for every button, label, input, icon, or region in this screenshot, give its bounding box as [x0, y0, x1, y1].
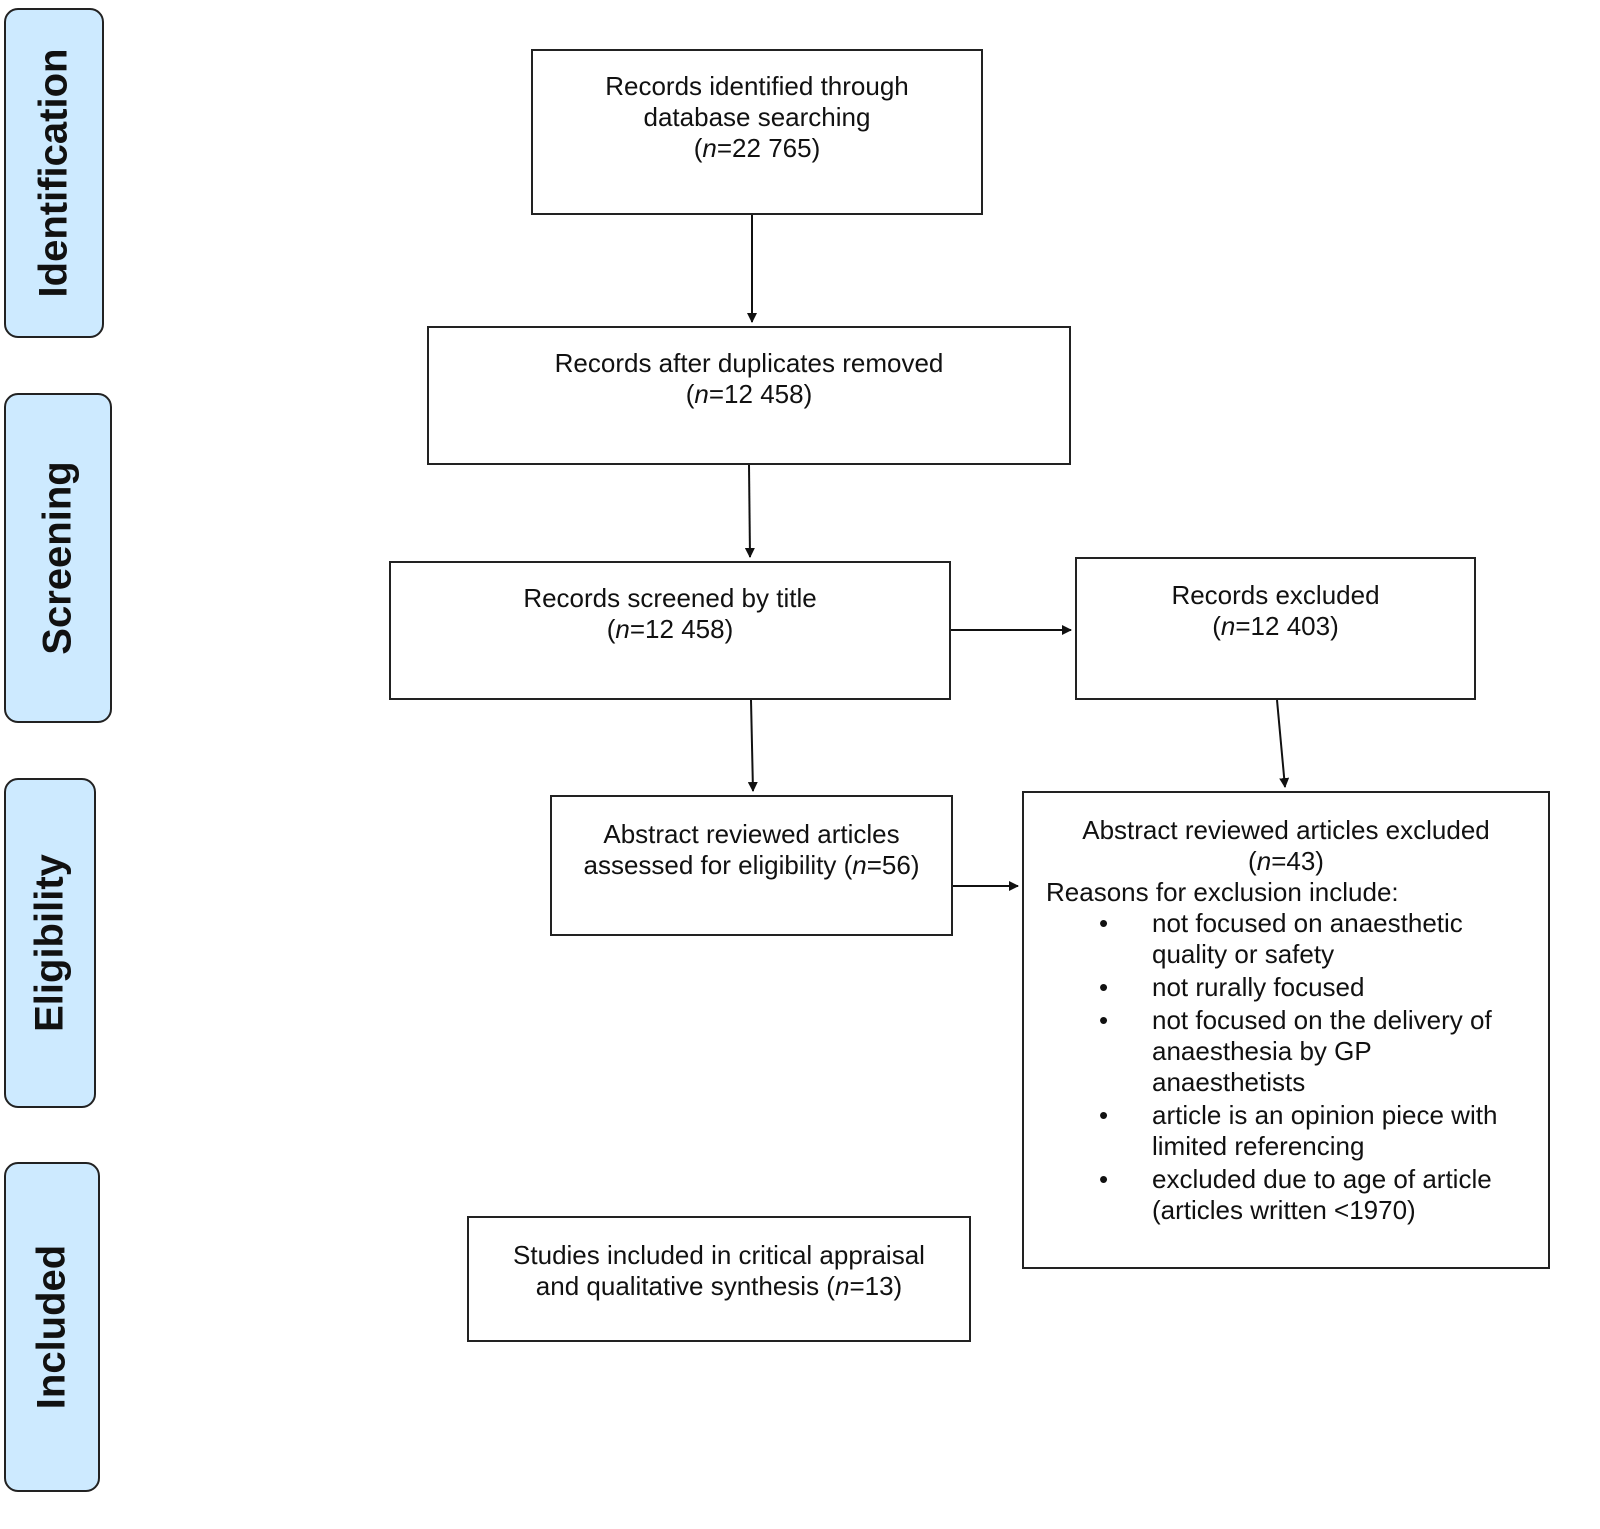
reason-item: •article is an opinion piece with limite… [1099, 1100, 1498, 1161]
bullet-icon: • [1099, 908, 1109, 938]
records-excluded-count: (n=12 403) [1212, 611, 1339, 641]
records-screened-count: (n=12 458) [606, 614, 734, 644]
studies-included-line1: Studies included in critical appraisal [513, 1240, 925, 1270]
stage-screening-label: Screening [35, 461, 80, 655]
abstract-reviewed-line2: assessed for eligibility (n=56) [583, 850, 920, 880]
stage-included-label: Included [29, 1244, 74, 1410]
records-identified-line2: database searching [643, 102, 871, 132]
arrow-duplicates-to-screened [744, 464, 755, 558]
reason-item: •excluded due to age of article (article… [1099, 1164, 1492, 1225]
stage-screening: Screening [4, 393, 112, 723]
arrow-excluded-to-abstract-excluded [1276, 699, 1290, 788]
records-identified-count: (n=22 765) [693, 133, 821, 163]
bullet-icon: • [1099, 1005, 1109, 1035]
duplicates-removed-line1: Records after duplicates removed [554, 348, 944, 378]
abstract-excluded-box: Abstract reviewed articles excluded (n=4… [1022, 791, 1550, 1269]
records-identified-line1: Records identified through [605, 71, 909, 101]
duplicates-removed-count: (n=12 458) [685, 379, 813, 409]
reason-item: •not focused on anaesthetic quality or s… [1099, 908, 1463, 969]
stage-identification: Identification [4, 8, 104, 338]
stage-included: Included [4, 1162, 100, 1492]
stage-eligibility: Eligibility [4, 778, 96, 1108]
records-screened-box: Records screened by title (n=12 458) [389, 561, 951, 700]
bullet-icon: • [1099, 1164, 1109, 1194]
reason-item: •not focused on the delivery of anaesthe… [1099, 1005, 1492, 1097]
stage-eligibility-label: Eligibility [27, 854, 72, 1032]
abstract-reviewed-box: Abstract reviewed articles assessed for … [550, 795, 953, 936]
records-excluded-box: Records excluded (n=12 403) [1075, 557, 1476, 700]
arrow-screened-to-abstract [747, 699, 758, 792]
studies-included-line2: and qualitative synthesis (n=13) [535, 1271, 903, 1301]
records-identified-box: Records identified through database sear… [531, 49, 983, 215]
records-after-duplicates-box: Records after duplicates removed (n=12 4… [427, 326, 1071, 465]
abstract-reviewed-line1: Abstract reviewed articles [603, 819, 900, 849]
reasons-title: Reasons for exclusion include: [1046, 877, 1399, 907]
reason-item: •not rurally focused [1099, 972, 1365, 1002]
records-excluded-line1: Records excluded [1171, 580, 1380, 610]
reasons-list: •not focused on anaesthetic quality or s… [1024, 908, 1548, 1226]
bullet-icon: • [1099, 1100, 1109, 1130]
studies-included-box: Studies included in critical appraisal a… [467, 1216, 971, 1342]
stage-identification-label: Identification [31, 48, 76, 298]
records-screened-line1: Records screened by title [523, 583, 817, 613]
bullet-icon: • [1099, 972, 1109, 1002]
abstract-excluded-line1: Abstract reviewed articles excluded [1082, 815, 1490, 845]
abstract-excluded-count: (n=43) [1248, 846, 1324, 876]
